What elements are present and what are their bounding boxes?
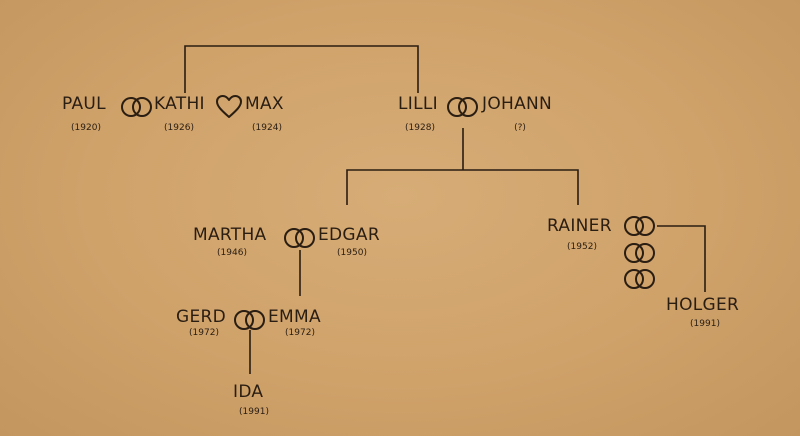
- descent-line-rainer-holger: [657, 225, 706, 292]
- person-name-max: MAX: [245, 94, 284, 114]
- interlocked-rings-icon: [447, 97, 478, 117]
- person-year-edgar: (1950): [337, 248, 367, 258]
- person-year-martha: (1946): [217, 248, 247, 258]
- person-name-johann: JOHANN: [482, 94, 553, 114]
- person-name-ida: IDA: [233, 382, 264, 402]
- heart-icon: [216, 95, 242, 118]
- person-year-lilli: (1928): [405, 123, 435, 133]
- person-name-emma: EMMA: [268, 307, 321, 327]
- person-year-johann: (?): [514, 123, 526, 133]
- interlocked-rings-icon: [624, 243, 655, 263]
- person-name-paul: PAUL: [62, 94, 106, 114]
- person-name-rainer: RAINER: [547, 216, 612, 236]
- person-name-edgar: EDGAR: [318, 225, 380, 245]
- person-name-martha: MARTHA: [193, 225, 267, 245]
- person-name-gerd: GERD: [176, 307, 227, 327]
- person-year-kathi: (1926): [164, 123, 194, 133]
- sibling-connector-edgar-rainer: [346, 169, 579, 205]
- interlocked-rings-icon: [284, 228, 315, 248]
- person-name-kathi: KATHI: [154, 94, 205, 114]
- person-year-rainer: (1952): [567, 242, 597, 252]
- interlocked-rings-icon: [624, 269, 655, 289]
- interlocked-rings-icon: [234, 310, 265, 330]
- person-year-holger: (1991): [690, 319, 720, 329]
- person-year-gerd: (1972): [189, 328, 219, 338]
- person-name-holger: HOLGER: [666, 295, 740, 315]
- person-year-emma: (1972): [285, 328, 315, 338]
- person-year-max: (1924): [252, 123, 282, 133]
- person-year-ida: (1991): [239, 407, 269, 417]
- person-name-lilli: LILLI: [398, 94, 438, 114]
- interlocked-rings-icon: [121, 97, 152, 117]
- person-year-paul: (1920): [71, 123, 101, 133]
- sibling-connector-kathi-lilli: [184, 45, 419, 93]
- interlocked-rings-icon: [624, 216, 655, 236]
